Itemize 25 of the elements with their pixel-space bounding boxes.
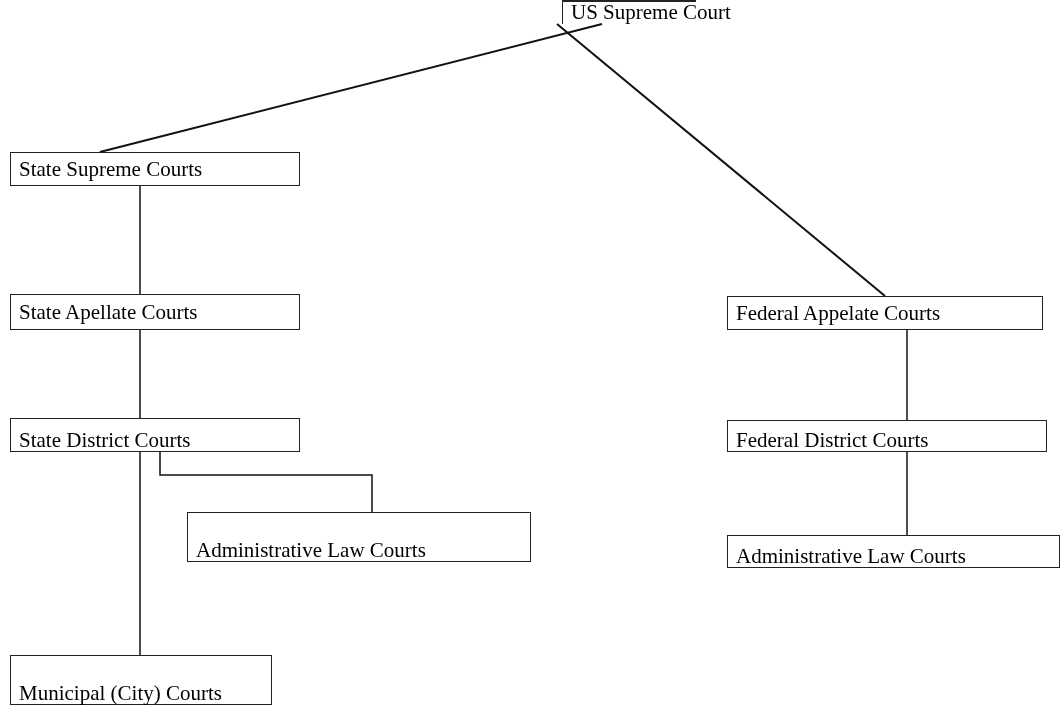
court-box <box>10 655 272 705</box>
connector-line <box>139 329 141 419</box>
court-box <box>727 296 1043 330</box>
court-name: Municipal (City) Courts <box>19 683 222 704</box>
court-name: Federal Appelate Courts <box>736 302 941 324</box>
court-name: State Apellate Courts <box>19 301 198 323</box>
connector-line <box>139 185 141 295</box>
court-name: State District Courts <box>19 430 191 451</box>
court-name: US Supreme Court <box>571 2 731 23</box>
court-box <box>727 420 1047 452</box>
connector-line <box>159 451 373 513</box>
connector-line <box>98 23 603 153</box>
court-box <box>10 152 300 186</box>
court-box <box>187 512 531 562</box>
court-name: Administrative Law Courts <box>736 546 966 567</box>
court-name: Federal District Courts <box>736 430 929 451</box>
connector-line <box>139 451 141 656</box>
court-box <box>10 294 300 330</box>
connector-line <box>906 329 908 421</box>
connector-line <box>906 451 908 536</box>
court-box <box>10 418 300 452</box>
court-box <box>727 535 1060 568</box>
court-name: State Supreme Courts <box>19 158 203 180</box>
court-name: Administrative Law Courts <box>196 540 426 561</box>
connector-line <box>556 23 886 297</box>
